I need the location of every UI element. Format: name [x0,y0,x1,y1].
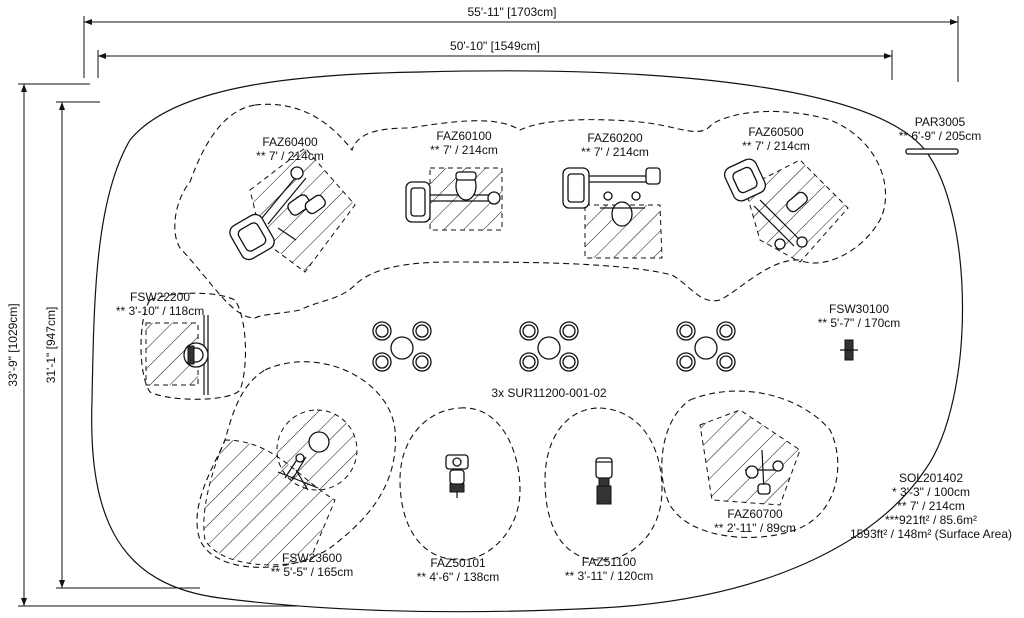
surface-line-1: * 3'-3" / 100cm [892,485,970,499]
faz60700-footprint [699,409,801,506]
inner-width-label: 50'-10" [1549cm] [450,39,540,53]
dimension-lines [18,16,959,607]
faz60400-code: FAZ60400 [262,135,318,149]
faz51100-equipment [595,457,613,505]
fsw23600-code: FSW23600 [282,551,342,565]
surface-line-3: ***921ft² / 85.6m² [885,513,977,527]
fsw30100-height: ** 5'-7" / 170cm [818,316,901,330]
faz50101-height: ** 4'-6" / 138cm [417,570,500,584]
sur11200-table-1 [372,321,432,372]
par3005-code: PAR3005 [915,115,966,129]
faz50101-code: FAZ50101 [430,556,486,570]
faz60400-equipment [229,166,326,261]
sur11200-table-2 [519,321,579,372]
fsw30100-equipment [840,339,858,361]
fsw23600-equipment [277,431,330,491]
faz60700-height: ** 2'-11" / 89cm [714,521,796,535]
fsw22200-zone [140,292,246,400]
fsw22200-height: ** 3'-10" / 118cm [116,304,204,318]
faz51100-code: FAZ51100 [582,555,637,569]
faz60700-equipment [745,449,784,495]
faz60500-equipment [723,158,808,250]
faz60100-height: ** 7' / 214cm [430,143,498,157]
fsw30100-code: FSW30100 [829,302,889,316]
overall-width-label: 55'-11" [1703cm] [467,5,556,19]
faz60200-footprint [584,204,663,259]
faz60700-code: FAZ60700 [727,507,783,521]
faz60200-height: ** 7' / 214cm [581,145,649,159]
faz60400-height: ** 7' / 214cm [256,149,324,163]
sur11200-label: 3x SUR11200-001-02 [491,386,607,400]
fsw22200-equipment [183,315,209,395]
faz51100-zone [544,407,663,561]
par3005-equipment [905,148,959,155]
overall-height-label: 33'-9" [1029cm] [6,303,20,386]
surface-line-2: ** 7' / 214cm [897,499,965,513]
faz60500-height: ** 7' / 214cm [742,139,810,153]
fsw23600-height: ** 5'-5" / 165cm [271,565,354,579]
sur11200-table-3 [676,321,736,372]
upper-clearance-zone [174,103,887,319]
inner-height-label: 31'-1" [947cm] [44,307,58,384]
faz60100-equipment [405,171,501,223]
surface-line-4: 1593ft² / 148m² (Surface Area) [850,527,1012,541]
faz50101-equipment [445,454,469,498]
faz60500-code: FAZ60500 [748,125,804,139]
par3005-height: ** 6'-9" / 205cm [899,129,982,143]
faz60200-equipment [562,167,661,227]
faz60200-code: FAZ60200 [587,131,643,145]
fsw22200-code: FSW22200 [130,290,190,304]
surface-code: SOL201402 [899,471,963,485]
faz51100-height: ** 3'-11" / 120cm [565,569,653,583]
faz60700-zone [661,390,839,538]
faz60100-code: FAZ60100 [436,129,492,143]
faz50101-zone [399,407,521,561]
